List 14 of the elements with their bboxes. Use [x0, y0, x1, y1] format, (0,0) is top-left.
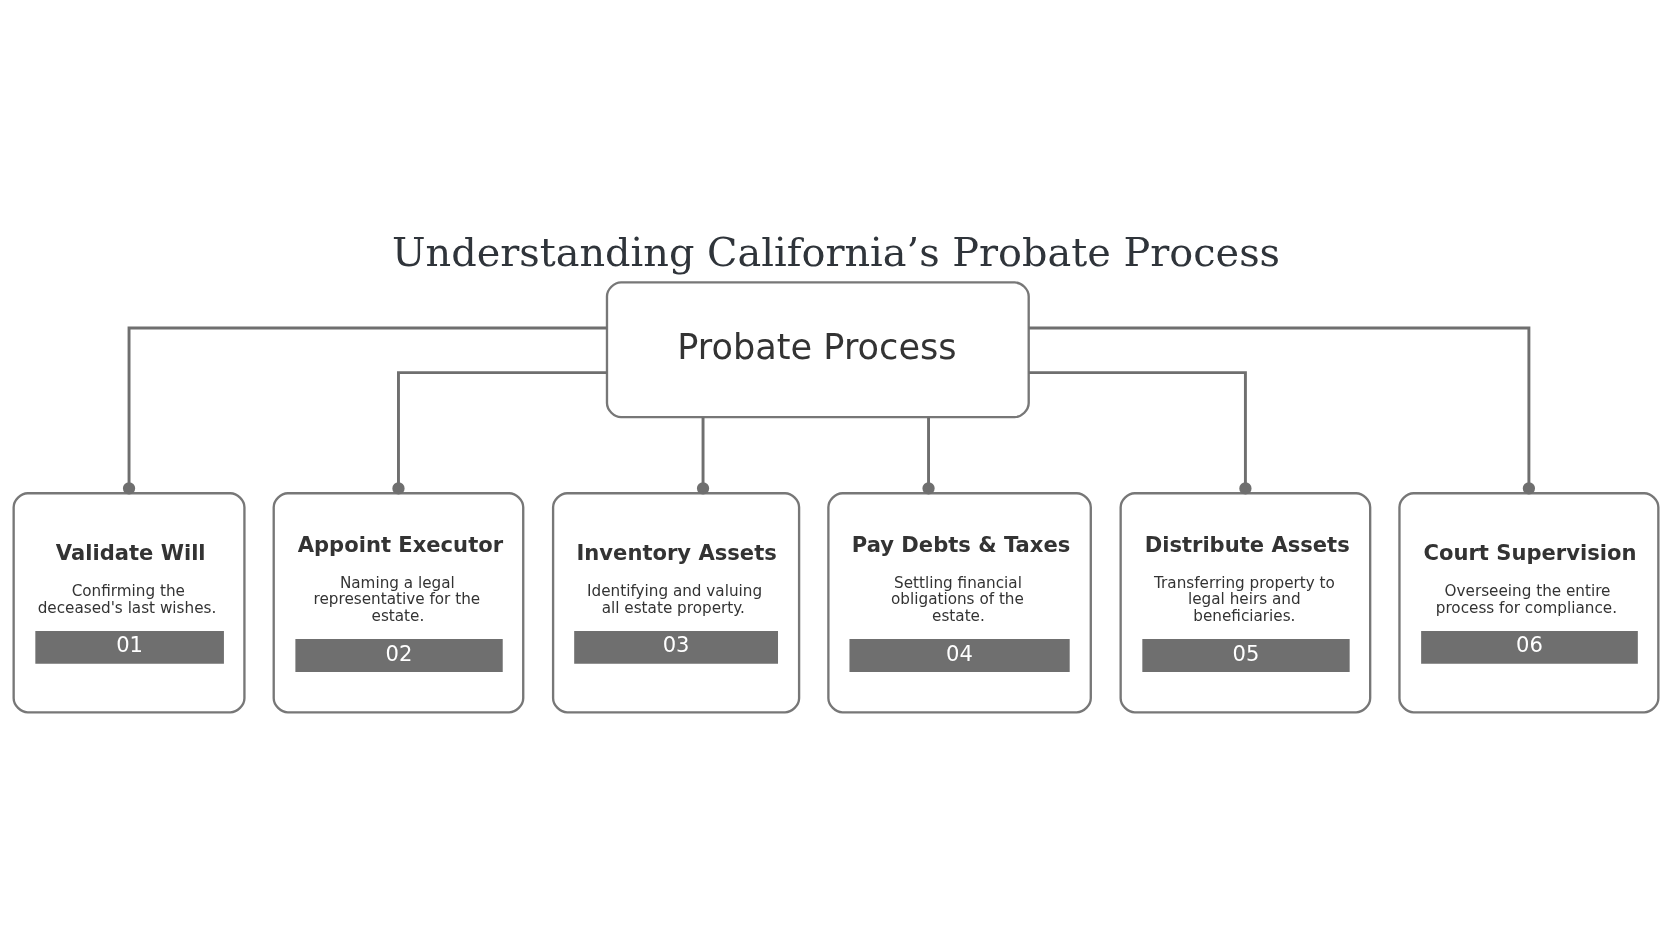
node-box: Distribute Assets Transferring property to legal heirs and beneficiaries. 05	[1119, 491, 1372, 713]
node-box: Probate Process	[605, 280, 1030, 418]
node-box: Appoint Executor Naming a legal representative for the estate. 02	[272, 491, 525, 713]
diagram-title: Understanding California’s Probate Process	[391, 228, 1281, 275]
connector	[696, 416, 710, 494]
node-box: Validate Will Confirming the deceased's last wishes. 01	[12, 491, 246, 713]
connector	[922, 416, 935, 494]
node-box: Court Supervision Overseeing the entire process for compliance. 06	[1398, 491, 1660, 713]
connector	[1028, 370, 1252, 495]
node-box: Inventory Assets Identifying and valuing all estate property. 03	[551, 491, 801, 713]
connector	[122, 326, 607, 494]
connector	[1028, 326, 1536, 494]
connector	[392, 370, 607, 495]
node-box: Pay Debts & Taxes Settling financial obligations of the estate. 04	[827, 491, 1092, 713]
